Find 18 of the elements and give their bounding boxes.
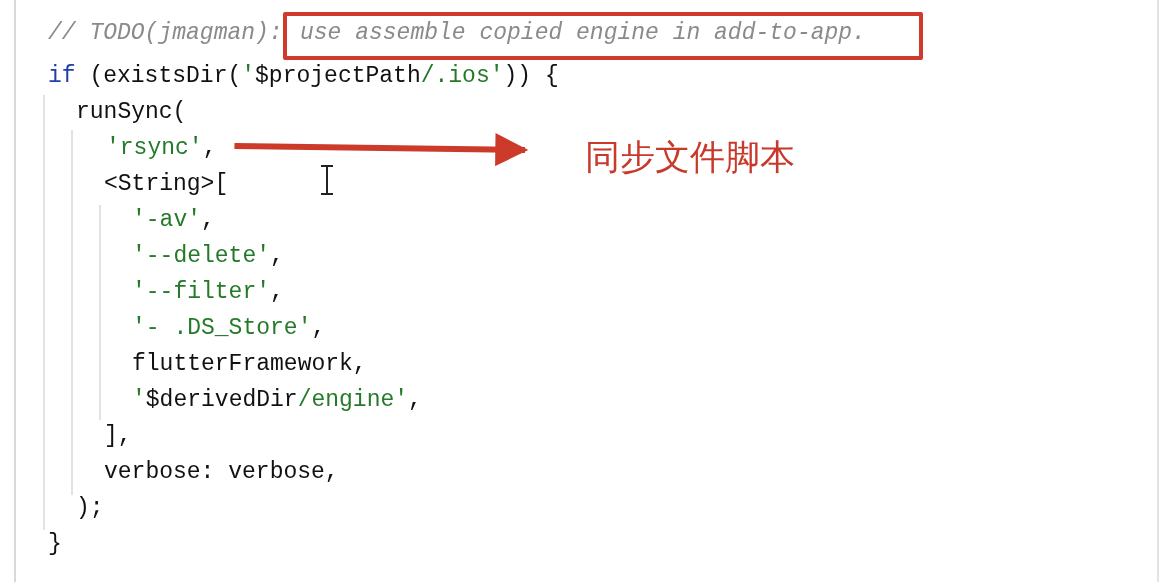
code-line: '--filter', xyxy=(132,278,284,307)
code-line: <String>[ xyxy=(104,170,229,199)
code-line: ); xyxy=(76,494,104,523)
code-line: runSync( xyxy=(76,98,187,127)
code-line: '--delete', xyxy=(132,242,284,271)
code-line: if (existsDir('$projectPath/.ios')) { xyxy=(48,62,559,91)
code-line: '- .DS_Store', xyxy=(132,314,326,343)
highlight-box: use assemble copied engine in add-to-app. xyxy=(283,12,923,60)
code-line: } xyxy=(48,530,62,559)
code-comment: // TODO(jmagman): xyxy=(48,19,283,48)
arrow xyxy=(234,133,529,167)
annotation-text: 同步文件脚本 xyxy=(527,132,795,182)
code-line: 'rsync', xyxy=(106,130,235,166)
code-line: ], xyxy=(104,422,132,451)
code-line: verbose: verbose, xyxy=(104,458,339,487)
code-line: flutterFramework, xyxy=(132,350,367,379)
code-line: '$derivedDir/engine', xyxy=(132,386,422,415)
code-line: '-av', xyxy=(132,206,215,235)
